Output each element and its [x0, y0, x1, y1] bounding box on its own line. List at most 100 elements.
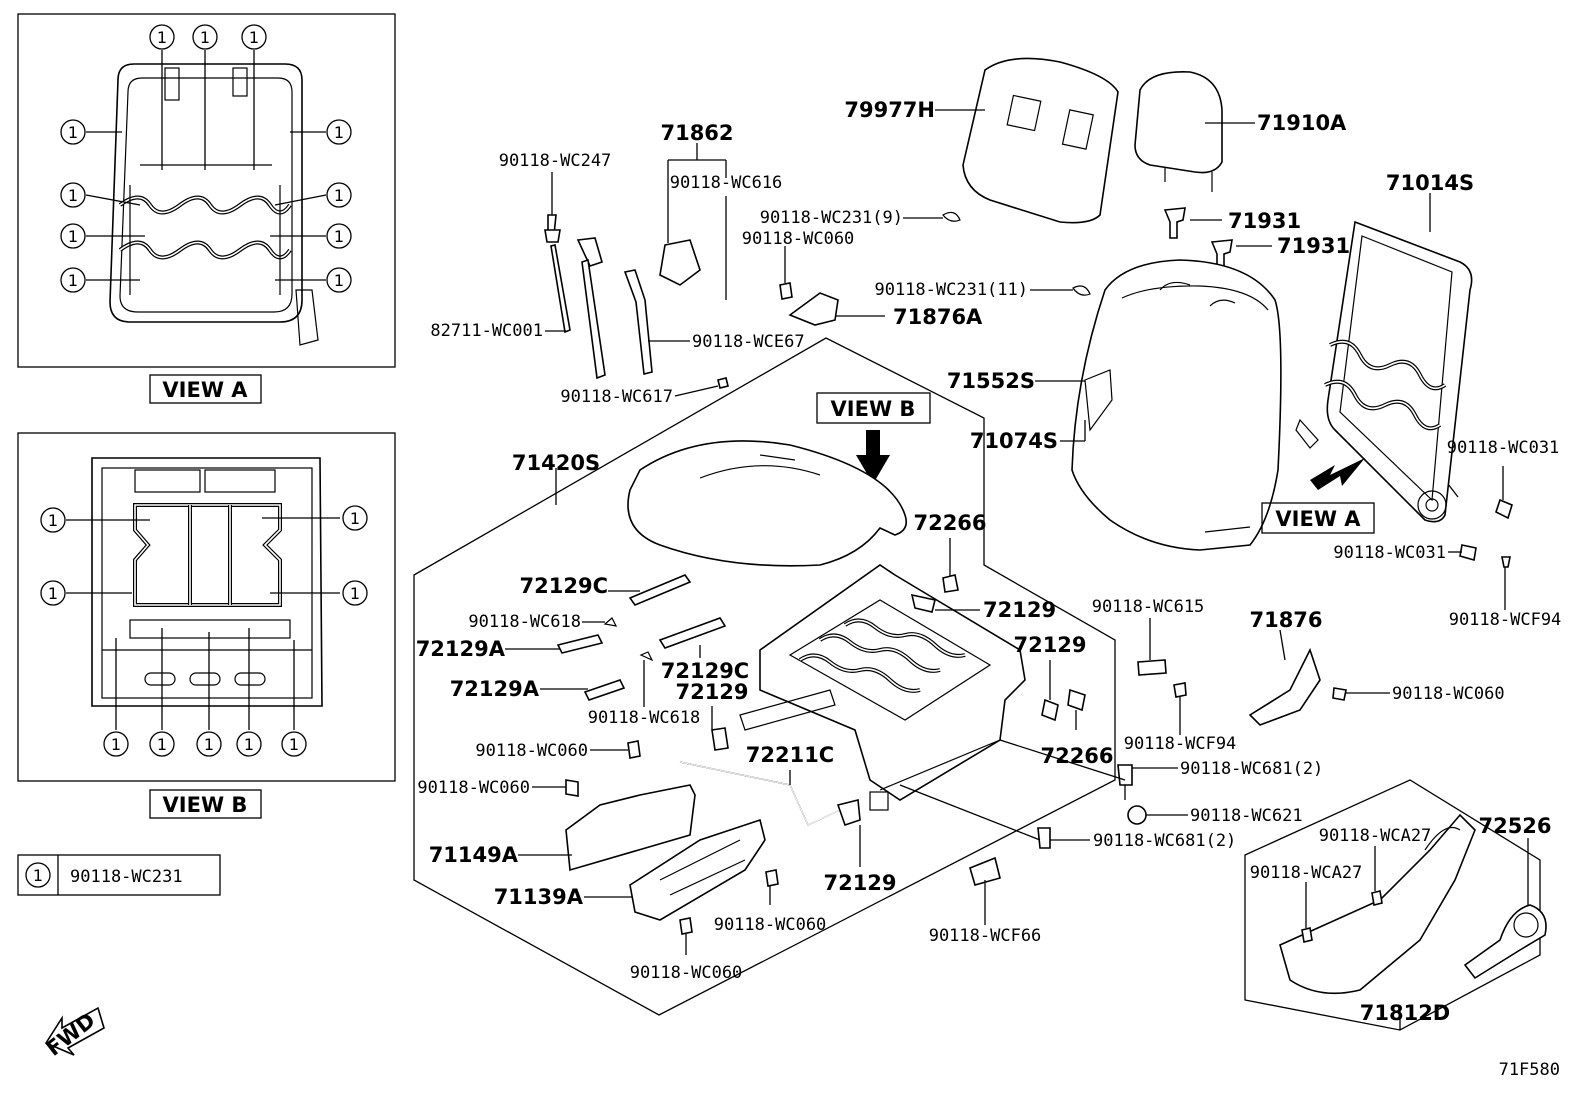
headrest-part [1134, 71, 1255, 192]
part-label-71149a: 71149A [429, 843, 519, 867]
callout-number: 1 [157, 28, 167, 47]
part-label-90118-wca27-upper: 90118-WCA27 [1319, 826, 1432, 846]
part-label-90118-wc681-upper: 90118-WC681(2) [1180, 759, 1323, 779]
part-label-72266-upper: 72266 [913, 511, 986, 535]
part-labels: 79977H 71910A 71862 90118-WC247 90118-WC… [42, 98, 1562, 1080]
callout-number: 1 [289, 735, 299, 754]
part-label-72129c-upper: 72129C [520, 574, 608, 598]
seat-frame-part [739, 564, 1026, 811]
callout-number: 1 [200, 28, 210, 47]
part-label-71876a: 71876A [893, 305, 983, 329]
part-label-72129a-lower: 72129A [450, 677, 540, 701]
part-label-90118-wc060-d: 90118-WC060 [630, 963, 743, 983]
seat-assembly-outline [413, 337, 1116, 1016]
part-label-90118-wc060-b: 90118-WC060 [417, 778, 530, 798]
headrest-cover-part [935, 57, 1119, 224]
part-label-71812d: 71812D [1360, 1001, 1451, 1025]
part-label-90118-wc231-9: 90118-WC231(9) [760, 208, 903, 228]
seat-strip-parts [505, 574, 727, 707]
view-a-inset [17, 13, 396, 368]
rod-72211c [679, 761, 861, 867]
part-label-90118-wc617: 90118-WC617 [560, 387, 673, 407]
legend-box [17, 854, 221, 896]
callout-number: 1 [249, 28, 259, 47]
part-label-90118-wc231-11: 90118-WC231(11) [874, 280, 1028, 300]
part-label-71014s: 71014S [1386, 171, 1474, 195]
part-label-90118-wc060-c: 90118-WC060 [714, 915, 827, 935]
part-label-90118-wc060-a: 90118-WC060 [475, 741, 588, 761]
callout-number: 1 [68, 186, 78, 205]
callout-number: 1 [334, 123, 344, 142]
callout-number: 1 [350, 584, 360, 603]
part-label-90118-wcf66: 90118-WCF66 [929, 926, 1042, 946]
callout-number: 1 [68, 123, 78, 142]
part-label-71910a: 71910A [1257, 111, 1347, 135]
part-label-90118-wc621: 90118-WC621 [1190, 806, 1303, 826]
callout-number: 1 [48, 584, 58, 603]
bracket-71876a [779, 211, 1091, 326]
seat-back-cover-part [1035, 259, 1282, 551]
callout-circles [25, 24, 368, 888]
part-label-90118-wc247: 90118-WC247 [499, 151, 612, 171]
fwd-arrow [44, 1006, 105, 1056]
part-label-82711-wc001: 82711-WC001 [430, 321, 543, 341]
part-label-90118-wcf94-left: 90118-WCF94 [1124, 734, 1237, 754]
view-b-arrow-label: VIEW B [831, 397, 916, 421]
part-label-90118-wcf94-right: 90118-WCF94 [1449, 610, 1562, 630]
callout-number: 1 [157, 735, 167, 754]
side-cover-box [1244, 779, 1547, 1031]
part-label-72129-right: 72129 [1013, 633, 1086, 657]
right-small-parts [899, 618, 1390, 925]
part-label-72129-left: 72129 [675, 680, 748, 704]
callout-number: 1 [334, 271, 344, 290]
shield-71149a [518, 784, 696, 872]
part-label-90118-wc031-lower: 90118-WC031 [1333, 543, 1446, 563]
part-label-72129-bottom: 72129 [823, 871, 896, 895]
callout-number: 1 [68, 227, 78, 246]
part-label-72266-lower: 72266 [1040, 744, 1113, 768]
view-b-inset [17, 432, 396, 782]
view-labels: VIEW A VIEW B VIEW B VIEW A 90118-WC231 [70, 374, 1361, 887]
callout-number: 1 [111, 735, 121, 754]
callout-number: 1 [350, 509, 360, 528]
part-label-72129c-lower: 72129C [661, 659, 749, 683]
part-label-72129a-upper: 72129A [416, 637, 506, 661]
headrest-guide-parts [1163, 207, 1272, 271]
legend-part-number: 90118-WC231 [70, 867, 183, 887]
seat-cushion-part [627, 440, 908, 567]
callout-numbers: 1 1 1 1 1 1 1 1 1 1 1 1 1 1 1 1 1 1 1 1 … [33, 28, 360, 885]
part-label-90118-wc615: 90118-WC615 [1092, 597, 1205, 617]
part-label-71139a: 71139A [494, 885, 584, 909]
part-label-72526: 72526 [1478, 814, 1551, 838]
part-label-71931-lower: 71931 [1277, 234, 1350, 258]
part-label-90118-wc616: 90118-WC616 [670, 173, 783, 193]
part-label-71862: 71862 [660, 121, 733, 145]
callout-number: 1 [68, 271, 78, 290]
frame-bolts [1447, 466, 1513, 610]
part-label-90118-wc681-lower: 90118-WC681(2) [1093, 831, 1236, 851]
part-label-90118-wc618-left: 90118-WC618 [468, 612, 581, 632]
part-label-90118-wc618-lower: 90118-WC618 [588, 708, 701, 728]
callout-number: 1 [334, 186, 344, 205]
part-label-71931-upper: 71931 [1228, 209, 1301, 233]
part-label-71876: 71876 [1249, 608, 1322, 632]
part-label-72129-upper-right: 72129 [983, 598, 1056, 622]
callout-number: 1 [204, 735, 214, 754]
view-a-title: VIEW A [162, 378, 248, 402]
legend-symbol: 1 [33, 866, 43, 885]
part-label-90118-wc060-e: 90118-WC060 [1392, 684, 1505, 704]
diagram-code: 71F580 [1499, 1060, 1560, 1080]
wire-harness-parts [544, 143, 729, 397]
callout-number: 1 [334, 227, 344, 246]
clip-parts [711, 538, 1086, 751]
callout-number: 1 [244, 735, 254, 754]
part-label-90118-wc060: 90118-WC060 [742, 229, 855, 249]
view-b-arrow [816, 392, 931, 484]
part-label-90118-wce67: 90118-WCE67 [692, 332, 805, 352]
part-label-72211c: 72211C [746, 743, 834, 767]
callout-number: 1 [48, 511, 58, 530]
part-label-90118-wc031-upper: 90118-WC031 [1447, 438, 1560, 458]
part-label-90118-wca27-lower: 90118-WCA27 [1250, 863, 1363, 883]
shield-71139a [584, 818, 766, 921]
